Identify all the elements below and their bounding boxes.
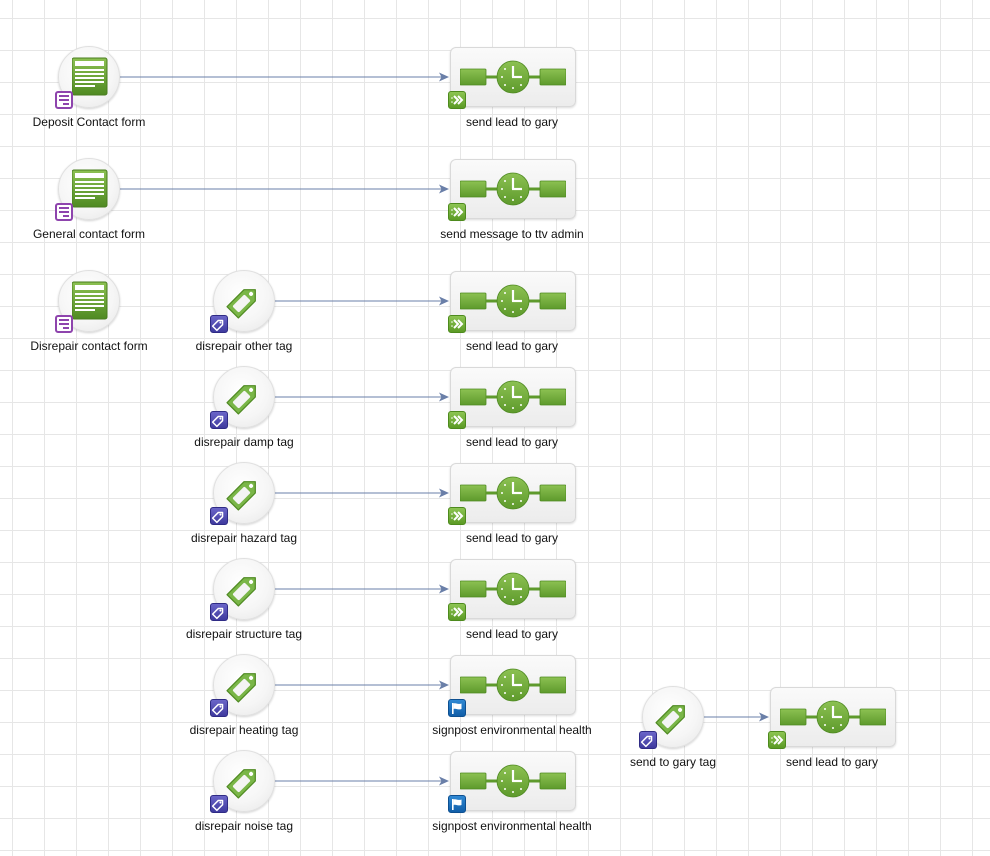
forward-icon bbox=[448, 91, 466, 109]
flag-icon bbox=[448, 699, 466, 717]
node-label: send to gary tag bbox=[629, 755, 717, 769]
timer-sequence-icon bbox=[460, 380, 566, 414]
timer-sequence-icon bbox=[460, 60, 566, 94]
forward-icon bbox=[448, 315, 466, 333]
tag-trigger-disrepair-heating-tag[interactable] bbox=[210, 654, 275, 717]
tag-icon bbox=[655, 705, 685, 735]
action-send-lead-to-gary[interactable] bbox=[448, 271, 576, 333]
node-label: send lead to gary bbox=[785, 755, 879, 769]
tag-icon bbox=[226, 289, 256, 319]
timer-sequence-icon bbox=[460, 668, 566, 702]
timer-sequence-icon bbox=[460, 572, 566, 606]
node-label: signpost environmental health bbox=[432, 723, 592, 737]
tag-icon bbox=[226, 481, 256, 511]
action-send-message-to-ttv-admin[interactable] bbox=[448, 159, 576, 221]
flag-icon bbox=[448, 795, 466, 813]
form-trigger-disrepair-contact-form[interactable] bbox=[55, 270, 120, 333]
action-signpost-environmental-health[interactable] bbox=[448, 655, 576, 717]
forward-icon bbox=[448, 411, 466, 429]
forward-icon bbox=[448, 507, 466, 525]
node-label: disrepair hazard tag bbox=[190, 531, 298, 545]
tag-icon bbox=[226, 769, 256, 799]
tag-badge-icon bbox=[210, 507, 228, 525]
tag-icon bbox=[226, 385, 256, 415]
action-send-lead-to-gary[interactable] bbox=[768, 687, 896, 749]
action-send-lead-to-gary[interactable] bbox=[448, 559, 576, 621]
tag-icon bbox=[226, 577, 256, 607]
tag-trigger-send-to-gary-tag[interactable] bbox=[639, 686, 704, 749]
form-badge-icon bbox=[55, 203, 73, 221]
timer-sequence-icon bbox=[460, 172, 566, 206]
form-icon bbox=[72, 169, 108, 208]
form-icon bbox=[72, 57, 108, 96]
tag-trigger-disrepair-hazard-tag[interactable] bbox=[210, 462, 275, 525]
node-label: send lead to gary bbox=[465, 115, 559, 129]
tag-badge-icon bbox=[639, 731, 657, 749]
tag-icon bbox=[226, 673, 256, 703]
action-send-lead-to-gary[interactable] bbox=[448, 47, 576, 109]
form-trigger-general-contact-form[interactable] bbox=[55, 158, 120, 221]
timer-sequence-icon bbox=[780, 700, 886, 734]
action-send-lead-to-gary[interactable] bbox=[448, 367, 576, 429]
form-icon bbox=[72, 281, 108, 320]
node-label: disrepair noise tag bbox=[194, 819, 294, 833]
node-label: disrepair other tag bbox=[195, 339, 293, 353]
node-label: send lead to gary bbox=[465, 339, 559, 353]
forward-icon bbox=[768, 731, 786, 749]
node-label: disrepair structure tag bbox=[185, 627, 303, 641]
tag-trigger-disrepair-noise-tag[interactable] bbox=[210, 750, 275, 813]
node-label: General contact form bbox=[32, 227, 146, 241]
node-label: signpost environmental health bbox=[432, 819, 592, 833]
tag-badge-icon bbox=[210, 699, 228, 717]
node-label: send lead to gary bbox=[465, 627, 559, 641]
tag-badge-icon bbox=[210, 795, 228, 813]
tag-trigger-disrepair-structure-tag[interactable] bbox=[210, 558, 275, 621]
node-label: Disrepair contact form bbox=[30, 339, 148, 353]
action-signpost-environmental-health[interactable] bbox=[448, 751, 576, 813]
node-label: disrepair heating tag bbox=[189, 723, 299, 737]
forward-icon bbox=[448, 603, 466, 621]
timer-sequence-icon bbox=[460, 476, 566, 510]
tag-trigger-disrepair-damp-tag[interactable] bbox=[210, 366, 275, 429]
tag-trigger-disrepair-other-tag[interactable] bbox=[210, 270, 275, 333]
tag-badge-icon bbox=[210, 315, 228, 333]
node-label: disrepair damp tag bbox=[194, 435, 294, 449]
node-label: send lead to gary bbox=[465, 435, 559, 449]
form-badge-icon bbox=[55, 315, 73, 333]
form-badge-icon bbox=[55, 91, 73, 109]
timer-sequence-icon bbox=[460, 284, 566, 318]
node-label: send message to ttv admin bbox=[440, 227, 584, 241]
forward-icon bbox=[448, 203, 466, 221]
node-label: send lead to gary bbox=[465, 531, 559, 545]
action-send-lead-to-gary[interactable] bbox=[448, 463, 576, 525]
tag-badge-icon bbox=[210, 411, 228, 429]
node-label: Deposit Contact form bbox=[32, 115, 146, 129]
timer-sequence-icon bbox=[460, 764, 566, 798]
form-trigger-deposit-contact-form[interactable] bbox=[55, 46, 120, 109]
tag-badge-icon bbox=[210, 603, 228, 621]
